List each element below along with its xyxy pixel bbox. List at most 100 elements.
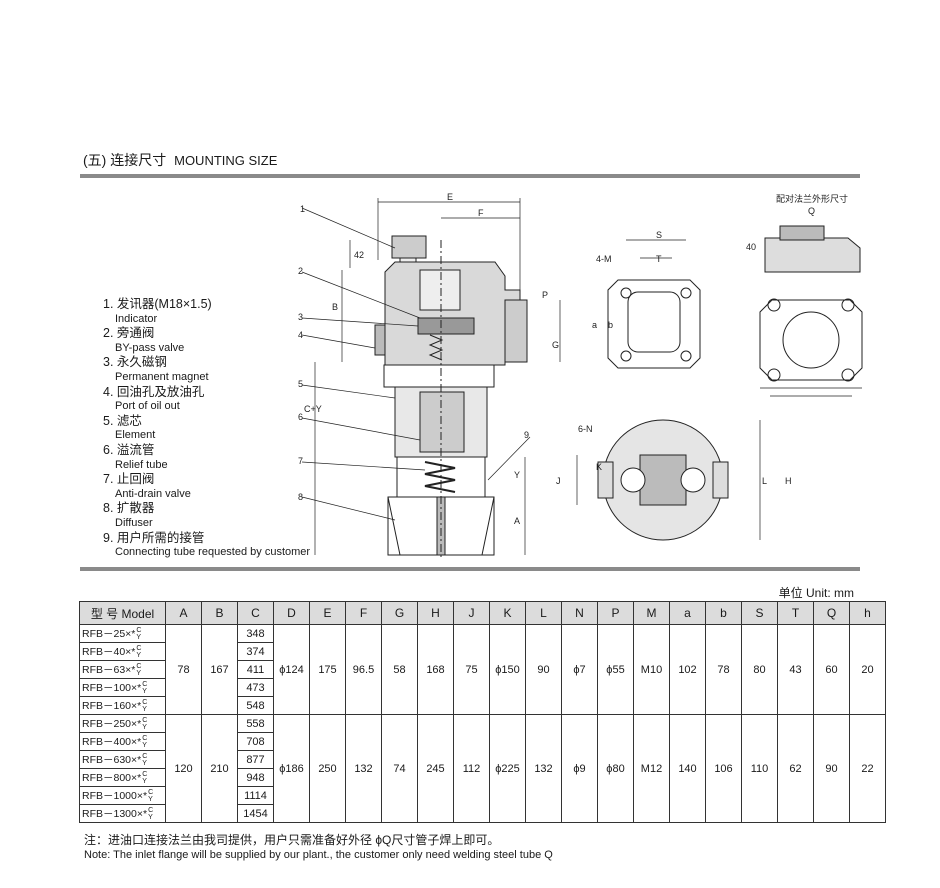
flange-title: 配对法兰外形尺寸 xyxy=(776,193,848,204)
drawing-panel xyxy=(80,174,860,571)
footnote: 注：进油口连接法兰由我司提供，用户只需准备好外径 ϕQ尺寸管子焊上即可。 Not… xyxy=(84,833,553,863)
legend-item: 4. 回油孔及放油孔 xyxy=(103,384,205,399)
model-name: RFB－40×* xyxy=(82,645,136,658)
legend-item-en: Indicator xyxy=(115,312,158,325)
suffix-bottom: Y xyxy=(142,778,147,786)
section-title-en: MOUNTING SIZE xyxy=(174,153,278,168)
table-cell: 58 xyxy=(381,624,418,715)
dim-Q: Q xyxy=(808,206,815,216)
suffix-bottom: Y xyxy=(136,634,142,642)
legend-item-en: Element xyxy=(115,429,156,442)
column-header: a xyxy=(669,601,706,625)
dim-a: a xyxy=(592,320,597,330)
table-cell: 20 xyxy=(849,624,886,715)
table-cell: 78 xyxy=(705,624,742,715)
legend-item-en: Diffuser xyxy=(115,516,153,529)
table-cell: 140 xyxy=(669,714,706,823)
table-cell: 708 xyxy=(237,732,274,751)
table-cell: 175 xyxy=(309,624,346,715)
suffix-bottom: Y xyxy=(142,724,147,732)
callout-5: 5 xyxy=(298,379,303,389)
suffix-top: C xyxy=(148,789,154,797)
table-cell: M10 xyxy=(633,624,670,715)
table-cell: 90 xyxy=(525,624,562,715)
table-cell: 250 xyxy=(309,714,346,823)
table-cell: 877 xyxy=(237,750,274,769)
suffix-bottom: Y xyxy=(142,742,147,750)
column-header: H xyxy=(417,601,454,625)
table-cell: 43 xyxy=(777,624,814,715)
legend-item-en: Anti-drain valve xyxy=(115,487,191,500)
column-header: L xyxy=(525,601,562,625)
column-header: Q xyxy=(813,601,850,625)
suffix-top: C xyxy=(142,735,148,743)
dim-b: b xyxy=(608,320,613,330)
dim-4M: 4-M xyxy=(596,254,612,264)
table-cell: 132 xyxy=(345,714,382,823)
legend-item: 2. 旁通阀 xyxy=(103,326,155,341)
dim-40: 40 xyxy=(746,242,756,252)
dim-T: T xyxy=(656,254,662,264)
model-name: RFB－25×* xyxy=(82,627,136,640)
callout-2: 2 xyxy=(298,266,303,276)
legend-item: 7. 止回阀 xyxy=(103,472,155,487)
model-name: RFB－630×* xyxy=(82,753,142,766)
dim-J: J xyxy=(556,476,561,486)
dim-H: H xyxy=(785,476,792,486)
model-name: RFB－800×* xyxy=(82,771,142,784)
legend-item: 8. 扩散器 xyxy=(103,501,155,516)
callout-1: 1 xyxy=(300,204,305,214)
top-view xyxy=(576,419,761,541)
table-cell: 112 xyxy=(453,714,490,823)
table-cell: ϕ9 xyxy=(561,714,598,823)
model-name: RFB－1000×* xyxy=(82,789,148,802)
table-cell: 132 xyxy=(525,714,562,823)
legend-item-en: Connecting tube requested by customer xyxy=(115,546,311,559)
flange-views xyxy=(607,225,863,397)
model-name: RFB－250×* xyxy=(82,717,142,730)
table-cell: 374 xyxy=(237,642,274,661)
table-cell: 210 xyxy=(201,714,238,823)
callout-8: 8 xyxy=(298,492,303,502)
suffix-top: C xyxy=(142,753,148,761)
column-header: N xyxy=(561,601,598,625)
table-cell: 90 xyxy=(813,714,850,823)
table-cell: 168 xyxy=(417,624,454,715)
table-cell: M12 xyxy=(633,714,670,823)
suffix-top: C xyxy=(136,645,142,653)
table-cell: 60 xyxy=(813,624,850,715)
table-cell: 473 xyxy=(237,678,274,697)
dim-L: L xyxy=(762,476,767,486)
table-cell: 96.5 xyxy=(345,624,382,715)
model-name: RFB－100×* xyxy=(82,681,142,694)
legend-item-en: Port of oil out xyxy=(115,400,180,413)
column-header: S xyxy=(741,601,778,625)
suffix-bottom: Y xyxy=(142,760,147,768)
table-cell: ϕ80 xyxy=(597,714,634,823)
table-cell: 558 xyxy=(237,714,274,733)
table-cell: 948 xyxy=(237,768,274,787)
legend-item: 9. 用户所需的接管 xyxy=(103,530,205,545)
suffix-top: C xyxy=(142,699,148,707)
column-header: A xyxy=(165,601,202,625)
